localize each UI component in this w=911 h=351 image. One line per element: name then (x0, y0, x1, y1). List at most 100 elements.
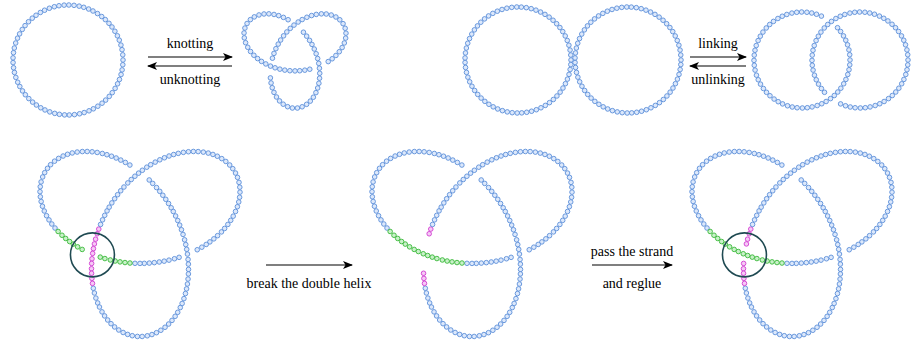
strand-bead (818, 201, 823, 206)
strand-bead (103, 17, 108, 22)
strand-bead (505, 110, 510, 115)
strand-bead (780, 261, 785, 266)
strand-bead (841, 34, 846, 39)
strand-bead (509, 5, 514, 10)
strand-bead (444, 325, 449, 330)
strand-bead (770, 260, 775, 265)
strand-bead (702, 222, 707, 227)
strand-bead (175, 218, 180, 223)
strand-bead (204, 242, 209, 247)
strand-bead (91, 286, 96, 291)
strand-bead (417, 149, 422, 154)
strand-bead (790, 11, 795, 16)
strand-bead (863, 152, 868, 157)
strand-bead (823, 152, 828, 157)
strand-bead (95, 11, 100, 16)
strand-bead (905, 67, 910, 72)
strand-bead (181, 232, 186, 237)
strand-bead (835, 242, 840, 247)
strand-bead (517, 282, 522, 287)
strand-bead (167, 258, 172, 263)
strand-bead (836, 287, 841, 292)
strand-bead (262, 12, 267, 17)
strand-bead (89, 261, 94, 266)
strand-bead (344, 31, 349, 36)
strand-bead (822, 318, 827, 323)
strand-bead (324, 12, 329, 17)
strand-bead (534, 107, 539, 112)
strand-bead (429, 305, 434, 310)
strand-bead (523, 149, 528, 154)
strand-bead (764, 26, 769, 31)
strand-bead (34, 13, 39, 18)
strand-bead (120, 47, 125, 52)
strand-bead (574, 70, 579, 75)
strand-bead (832, 301, 837, 306)
strand-bead (311, 95, 316, 100)
strand-bead (764, 325, 769, 330)
strand-bead (516, 247, 521, 252)
strand-bead (551, 156, 556, 161)
strand-bead (885, 209, 890, 214)
strand-bead (91, 246, 96, 251)
strand-bead (810, 63, 815, 68)
strand-bead (867, 154, 872, 159)
strand-bead (825, 214, 830, 219)
strand-bead (834, 238, 839, 243)
strand-bead (792, 168, 797, 173)
strand-bead (528, 149, 533, 154)
strand-bead (605, 9, 610, 14)
strand-bead (806, 330, 811, 335)
strand-bead (882, 99, 887, 104)
strand-bead (872, 12, 877, 17)
strand-bead (490, 158, 495, 163)
strand-bead (257, 13, 262, 18)
strand-bead (518, 149, 523, 154)
strand-bead (838, 29, 843, 34)
strand-bead (580, 84, 585, 89)
step-label: unknotting (160, 72, 221, 88)
strand-bead (11, 56, 16, 61)
strand-bead (889, 180, 894, 185)
strand-bead (61, 154, 66, 159)
strand-bead (848, 11, 853, 16)
strand-bead (755, 256, 760, 261)
strand-bead (547, 154, 552, 159)
strand-bead (92, 291, 97, 296)
strand-bead (150, 332, 155, 337)
strand-bead (509, 255, 514, 260)
strand-bead (563, 34, 568, 39)
strand-bead (268, 64, 273, 69)
strand-bead (675, 77, 680, 82)
strand-bead (514, 5, 519, 10)
strand-bead (905, 52, 910, 57)
strand-bead (813, 193, 818, 198)
strand-bead (11, 50, 16, 55)
strand-bead (678, 67, 683, 72)
strand-bead (30, 100, 35, 105)
strand-bead (297, 68, 302, 73)
strand-bead (448, 328, 453, 333)
strand-bead (75, 150, 80, 155)
strand-bead (874, 226, 879, 231)
strand-bead (125, 332, 130, 337)
strand-bead (575, 41, 580, 46)
strand-bead (518, 277, 523, 282)
strand-bead (75, 245, 80, 250)
strand-bead (785, 103, 790, 108)
strand-bead (863, 105, 868, 110)
strand-bead (90, 149, 95, 154)
strand-bead (776, 99, 781, 104)
strand-bead (577, 80, 582, 85)
strand-bead (67, 113, 72, 118)
strand-bead (40, 175, 45, 180)
strand-bead (435, 256, 440, 261)
strand-bead (434, 314, 439, 319)
strand-bead (96, 104, 101, 109)
strand-bead (847, 247, 852, 252)
strand-bead (334, 15, 339, 20)
strand-bead (114, 156, 119, 161)
strand-bead (469, 32, 474, 37)
strand-bead (77, 111, 82, 116)
strand-bead (747, 150, 752, 155)
